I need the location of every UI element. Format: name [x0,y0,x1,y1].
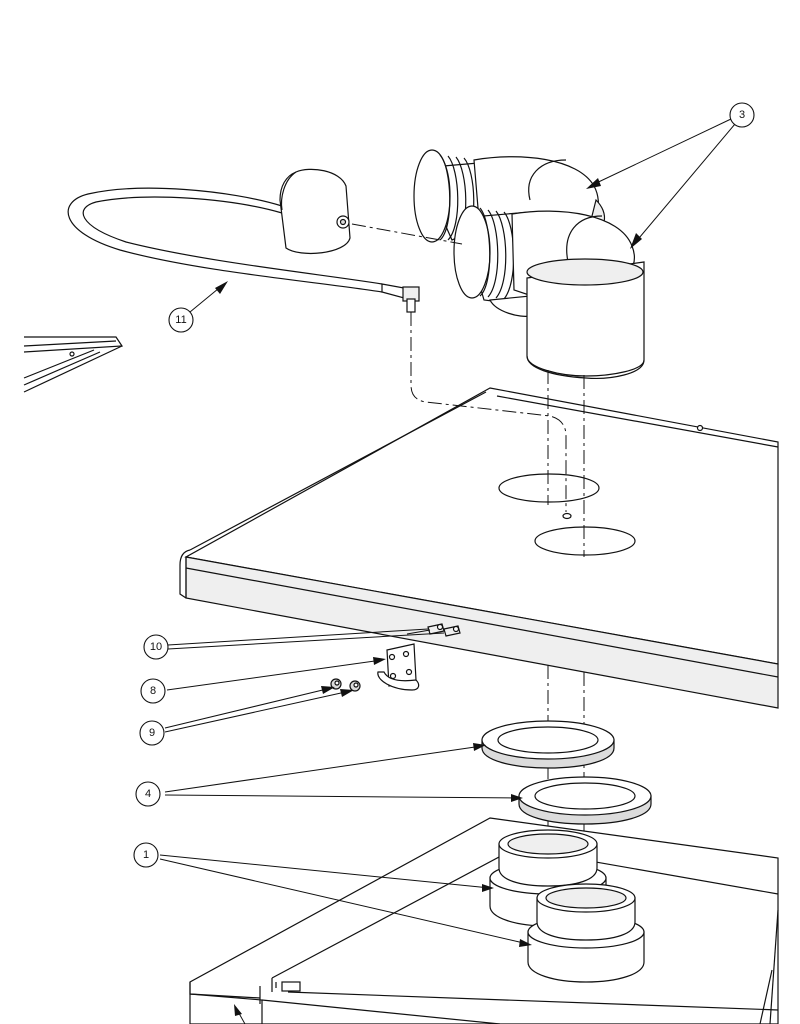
bracket-hardware [330,623,461,692]
elbow-fitting-front [453,205,645,379]
leader-lines [159,118,736,1024]
balloon-9-label: 9 [149,727,155,739]
bushings [489,829,645,983]
balloon-4: 4 [135,781,161,807]
balloon-3: 3 [729,102,755,128]
balloon-1-label: 1 [143,849,149,861]
balloon-10: 10 [143,634,169,660]
balloon-10-label: 10 [150,641,162,653]
balloon-4-label: 4 [145,788,151,800]
balloon-9: 9 [139,720,165,746]
base-panel [189,817,779,1024]
balloon-11: 11 [168,307,194,333]
cable-assembly [67,168,420,313]
adjacent-panel-fragment [23,336,124,393]
washers [481,720,652,825]
balloon-1: 1 [133,842,159,868]
balloon-8: 8 [140,678,166,704]
balloon-11-label: 11 [175,314,186,326]
balloon-3-label: 3 [739,109,745,121]
balloon-8-label: 8 [150,685,156,697]
top-plate [179,387,779,709]
